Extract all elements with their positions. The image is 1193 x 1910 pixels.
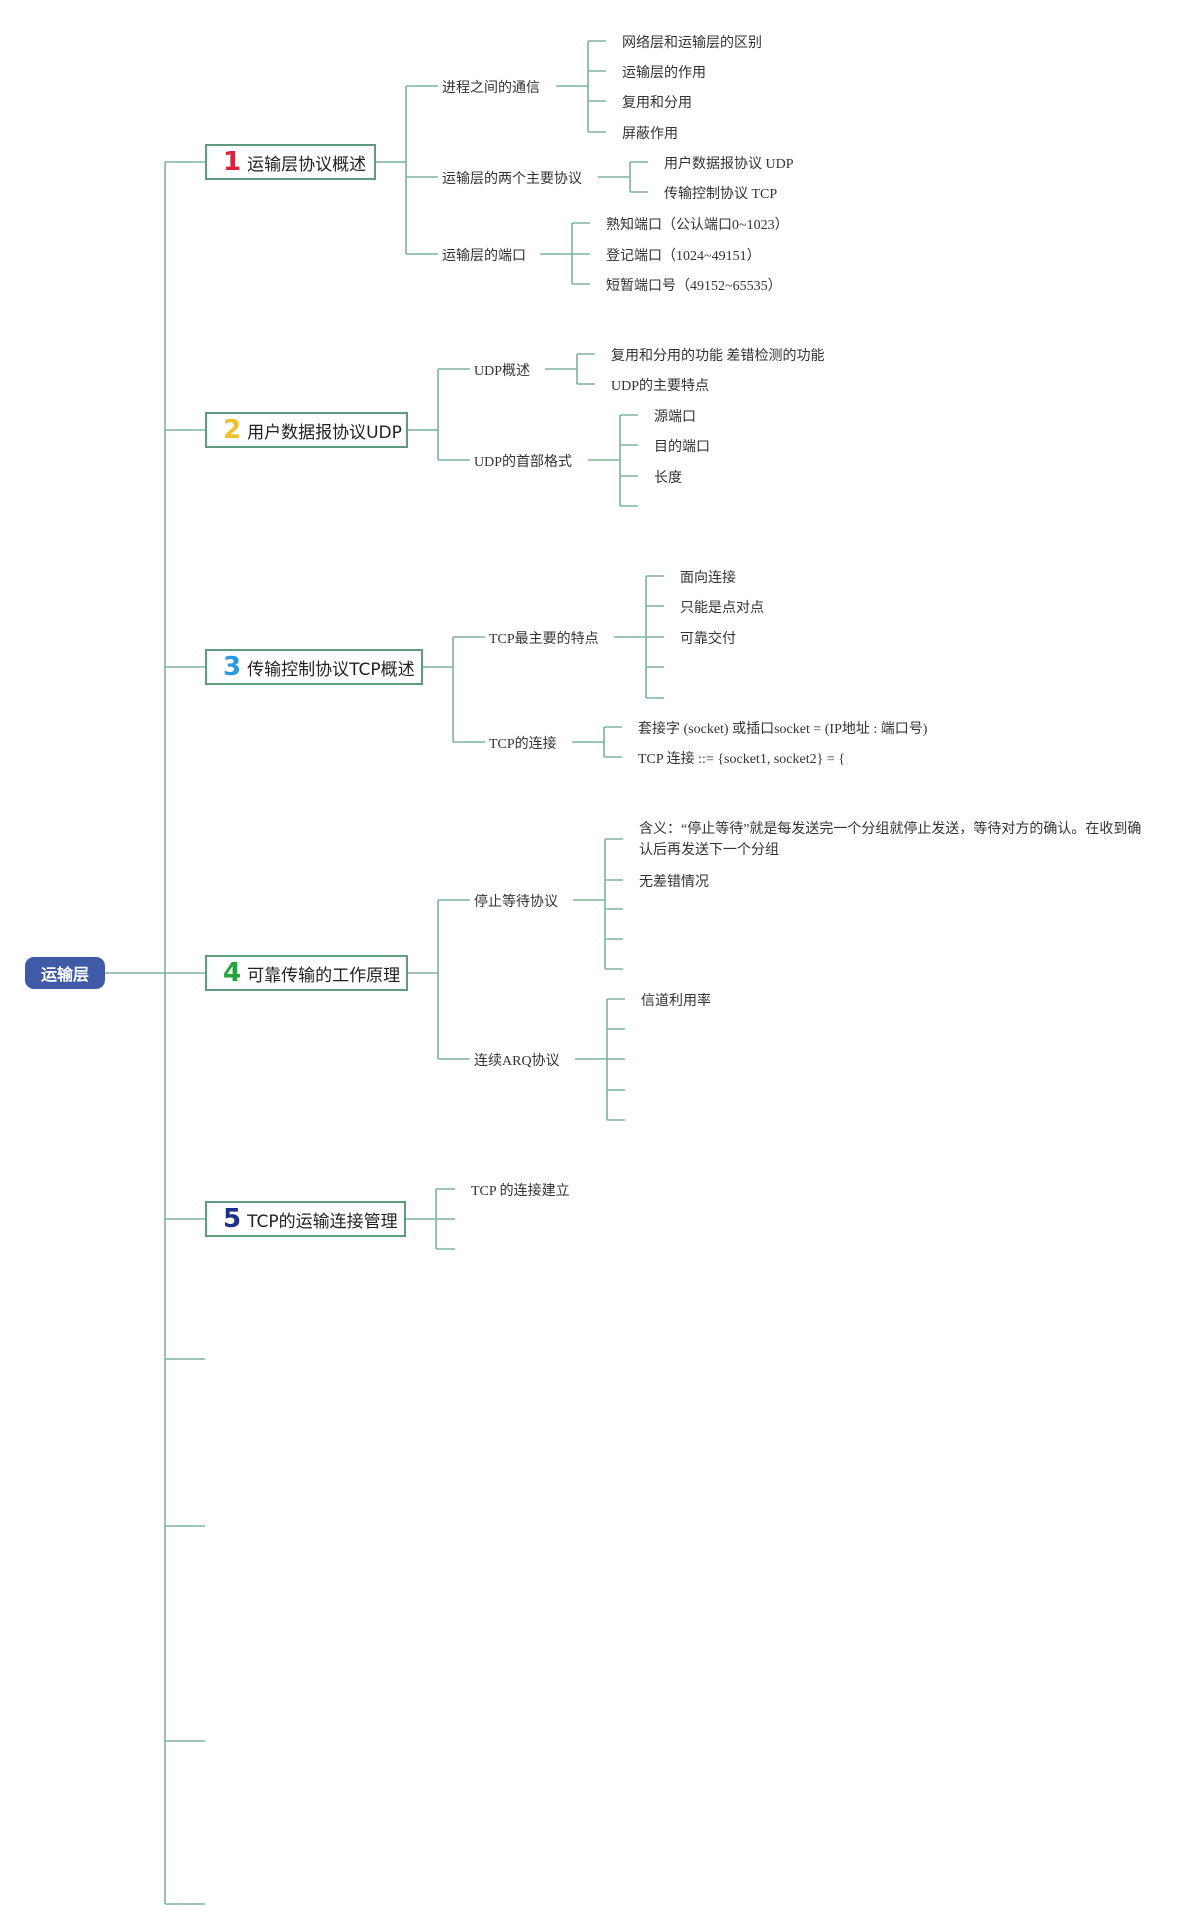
topic-1-label: 运输层协议概述: [247, 154, 367, 175]
leaf-node[interactable]: 屏蔽作用: [622, 127, 678, 142]
leaf-node[interactable]: 熟知端口（公认端口0~1023）: [606, 218, 789, 233]
leaf-node[interactable]: 含义：“停止等待”就是每发送完一个分组就停止发送，等待对方的确认。在收到确认后再…: [639, 822, 1142, 858]
leaf-node[interactable]: 信道利用率: [641, 994, 711, 1009]
leaf-node[interactable]: 网络层和运输层的区别: [622, 36, 762, 51]
topic-4-number: 4: [223, 958, 242, 988]
leaf-node[interactable]: 长度: [654, 471, 682, 486]
topic-4-label: 可靠传输的工作原理: [247, 965, 401, 986]
leaf-node[interactable]: TCP 连接 ::= {socket1, socket2} = {: [638, 752, 845, 767]
leaf-node[interactable]: 复用和分用: [622, 96, 692, 111]
topic-4-node[interactable]: 4 可靠传输的工作原理: [205, 955, 408, 991]
topic-5-label: TCP的运输连接管理: [247, 1211, 398, 1232]
topic-3-label: 传输控制协议TCP概述: [247, 659, 415, 680]
leaf-node[interactable]: 用户数据报协议 UDP: [664, 157, 794, 172]
subtopic-node[interactable]: TCP 的连接建立: [471, 1184, 570, 1199]
subtopic-node[interactable]: 进程之间的通信: [442, 81, 540, 96]
leaf-node[interactable]: 登记端口（1024~49151）: [606, 249, 761, 264]
leaf-node[interactable]: 传输控制协议 TCP: [664, 187, 778, 202]
leaf-node[interactable]: 无差错情况: [639, 875, 709, 890]
subtopic-node[interactable]: 运输层的端口: [442, 249, 526, 264]
topic-5-node[interactable]: 5 TCP的运输连接管理: [205, 1201, 406, 1237]
subtopic-node[interactable]: 运输层的两个主要协议: [442, 172, 582, 187]
topic-2-node[interactable]: 2 用户数据报协议UDP: [205, 412, 408, 448]
subtopic-node[interactable]: TCP的连接: [489, 737, 557, 752]
topic-3-node[interactable]: 3 传输控制协议TCP概述: [205, 649, 423, 685]
leaf-node[interactable]: 源端口: [654, 410, 696, 425]
subtopic-node[interactable]: 停止等待协议: [474, 895, 558, 910]
leaf-node[interactable]: 可靠交付: [680, 632, 736, 647]
subtopic-node[interactable]: 连续ARQ协议: [474, 1054, 560, 1069]
topic-2-number: 2: [223, 415, 242, 445]
topic-3-number: 3: [223, 652, 242, 682]
leaf-node[interactable]: 套接字 (socket) 或插口socket = (IP地址 : 端口号): [638, 722, 928, 737]
leaf-node[interactable]: 复用和分用的功能 差错检测的功能: [611, 349, 825, 364]
root-label: 运输层: [40, 965, 89, 984]
topic-1-node[interactable]: 1 运输层协议概述: [205, 144, 376, 180]
leaf-node[interactable]: 运输层的作用: [622, 66, 706, 81]
leaf-node[interactable]: 目的端口: [654, 440, 710, 455]
leaf-node[interactable]: 面向连接: [680, 571, 736, 586]
leaf-node[interactable]: 短暂端口号（49152~65535）: [606, 279, 782, 294]
subtopic-node[interactable]: TCP最主要的特点: [489, 632, 599, 647]
root-node[interactable]: 运输层: [25, 957, 105, 989]
subtopic-node[interactable]: UDP的首部格式: [474, 455, 573, 470]
topic-1-number: 1: [223, 147, 242, 177]
topic-2-label: 用户数据报协议UDP: [247, 422, 402, 443]
subtopic-node[interactable]: UDP概述: [474, 364, 531, 379]
leaf-node[interactable]: 只能是点对点: [680, 601, 764, 616]
topic-5-number: 5: [223, 1204, 242, 1234]
leaf-node[interactable]: UDP的主要特点: [611, 379, 710, 394]
